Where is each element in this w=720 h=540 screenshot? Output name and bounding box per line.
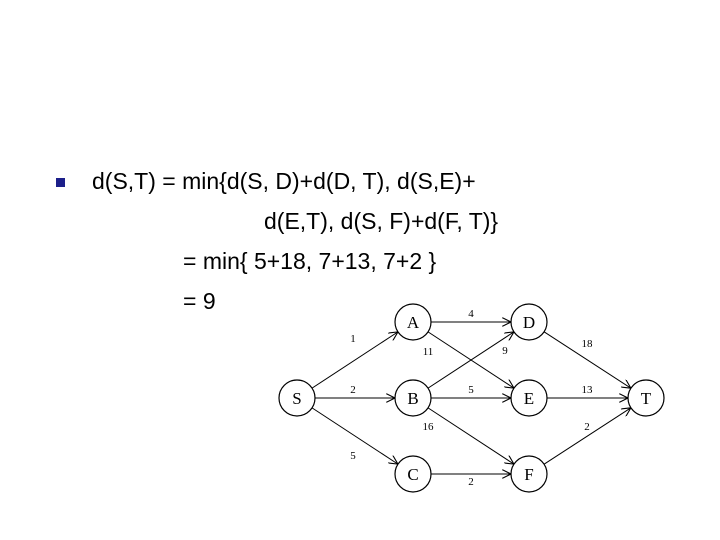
edge-weight-B-F: 16 xyxy=(423,421,435,433)
node-label-B: B xyxy=(407,389,418,408)
edge-weight-B-D: 9 xyxy=(502,345,508,357)
edge-weight-C-F: 2 xyxy=(468,476,474,488)
node-S: S xyxy=(278,379,316,417)
node-A: A xyxy=(394,303,432,341)
edge-weight-S-A: 1 xyxy=(350,333,356,345)
edge-weight-F-T: 2 xyxy=(584,421,590,433)
node-label-E: E xyxy=(524,389,534,408)
formula-line-1: d(S,T) = min{d(S, D)+d(D, T), d(S,E)+ xyxy=(92,168,476,194)
node-circle-T xyxy=(627,379,665,417)
formula-line-2: d(E,T), d(S, F)+d(F, T)} xyxy=(264,208,499,234)
node-T: T xyxy=(627,379,665,417)
node-circle-A xyxy=(394,303,432,341)
node-label-S: S xyxy=(292,389,301,408)
node-label-D: D xyxy=(523,313,535,332)
bullet-square-icon xyxy=(56,178,65,187)
node-C: C xyxy=(394,455,432,493)
node-D: D xyxy=(510,303,548,341)
edge-B-F xyxy=(427,407,514,464)
node-circle-B xyxy=(394,379,432,417)
node-label-A: A xyxy=(407,313,420,332)
edge-weight-S-C: 5 xyxy=(350,450,356,462)
node-F: F xyxy=(510,455,548,493)
formula-line-4: = 9 xyxy=(183,288,216,314)
nodes-layer: S A B C D E F T xyxy=(278,303,665,493)
edge-weight-A-D: 4 xyxy=(468,308,474,320)
node-label-C: C xyxy=(407,465,418,484)
node-circle-D xyxy=(510,303,548,341)
edge-D-T xyxy=(543,331,631,388)
formula-line-3: = min{ 5+18, 7+13, 7+2 } xyxy=(183,248,437,274)
node-circle-E xyxy=(510,379,548,417)
edge-labels-layer: 1 2 5 4 11 9 5 16 2 18 13 2 xyxy=(350,308,593,488)
edge-weight-S-B: 2 xyxy=(350,384,356,396)
node-circle-S xyxy=(278,379,316,417)
edge-S-C xyxy=(311,407,398,464)
edge-weight-D-T: 18 xyxy=(582,338,594,350)
node-label-T: T xyxy=(641,389,652,408)
edges-layer xyxy=(311,322,631,474)
node-B: B xyxy=(394,379,432,417)
edge-weight-B-E: 5 xyxy=(468,384,474,396)
edge-F-T xyxy=(543,408,631,465)
node-circle-F xyxy=(510,455,548,493)
node-label-F: F xyxy=(524,465,533,484)
edge-weight-A-E: 11 xyxy=(423,346,434,358)
edge-weight-E-T: 13 xyxy=(582,384,594,396)
edge-B-D xyxy=(427,332,514,389)
edge-S-A xyxy=(311,332,398,389)
node-E: E xyxy=(510,379,548,417)
node-circle-C xyxy=(394,455,432,493)
